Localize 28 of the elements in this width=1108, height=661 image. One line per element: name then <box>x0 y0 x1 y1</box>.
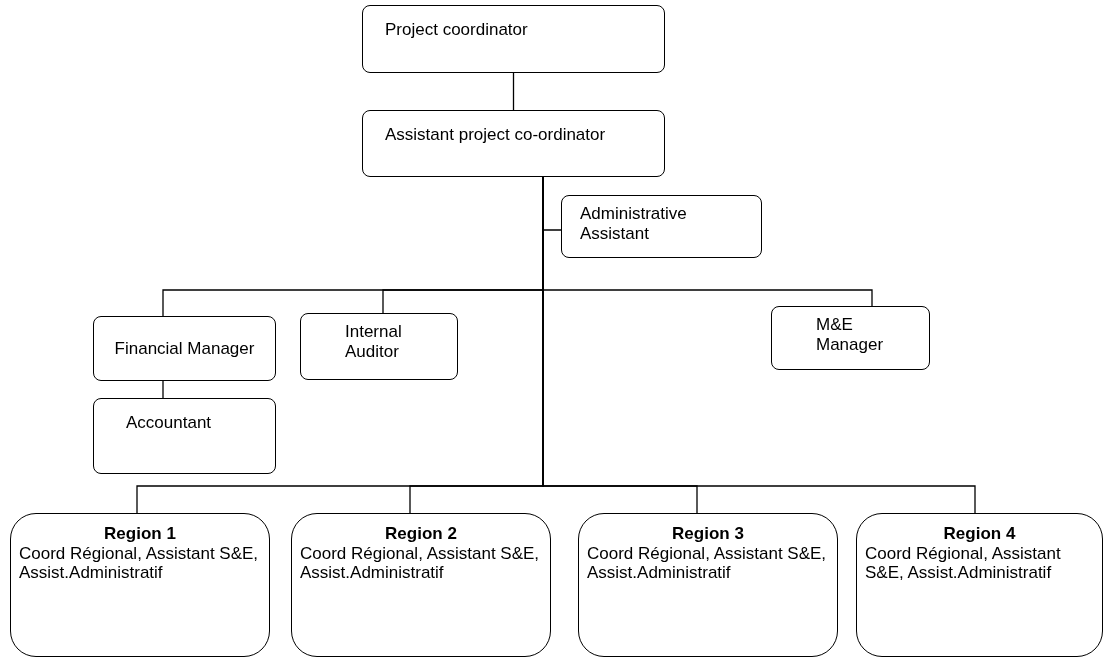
region-title: Region 3 <box>672 524 744 544</box>
role-list: Coord Régional, Assistant S&E, Assist.Administratif <box>865 543 1094 583</box>
role-box <box>362 110 665 177</box>
region-box <box>856 513 1103 657</box>
role-title: Administrative Assistant <box>580 204 688 244</box>
role-box <box>93 316 276 381</box>
role-list: Coord Régional, Assistant S&E, Assist.Administratif <box>19 543 261 583</box>
region-title: Region 1 <box>104 524 176 544</box>
region-box <box>10 513 270 657</box>
role-title: Assistant project co-ordinator <box>385 125 606 145</box>
role-title: Accountant <box>126 413 212 433</box>
connector-line <box>512 72 515 111</box>
role-box <box>300 313 458 380</box>
role-box <box>561 195 762 258</box>
region-box <box>291 513 551 657</box>
role-box <box>771 306 930 370</box>
role-list: Coord Régional, Assistant S&E, Assist.Administratif <box>587 543 829 583</box>
region-title: Region 4 <box>943 524 1016 544</box>
role-title: M&E Manager <box>816 315 885 355</box>
role-box <box>362 5 665 73</box>
role-title: Project coordinator <box>385 20 528 40</box>
region-box <box>578 513 838 657</box>
region-title: Region 2 <box>385 524 457 544</box>
connector-line <box>162 380 164 399</box>
role-title: Financial Manager <box>114 338 255 359</box>
role-list: Coord Régional, Assistant S&E, Assist.Administratif <box>300 543 542 583</box>
role-title: Internal Auditor <box>345 322 403 362</box>
role-box <box>93 398 276 474</box>
